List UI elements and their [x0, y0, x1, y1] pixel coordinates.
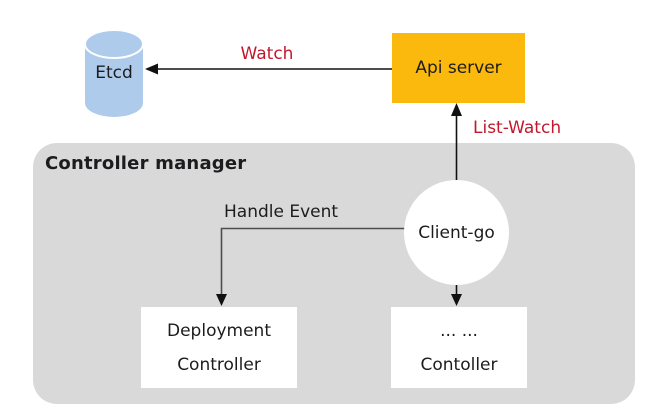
generic-controller-line1: ... ... — [440, 320, 478, 341]
controller-manager-container — [33, 143, 635, 404]
client-go-node: Client-go — [404, 180, 509, 285]
api-server-node: Api server — [392, 33, 525, 103]
generic-controller-node: ... ... Contoller — [391, 307, 527, 388]
list-watch-arrowhead — [451, 103, 462, 116]
deployment-controller-line1: Deployment — [167, 320, 271, 341]
etcd-node-label: Etcd — [95, 63, 133, 83]
watch-arrowhead — [145, 63, 158, 75]
deployment-controller-line2: Controller — [177, 354, 261, 375]
watch-edge-label: Watch — [240, 44, 294, 64]
controller-manager-title: Controller manager — [45, 153, 247, 174]
etcd-cylinder-top — [84, 29, 144, 59]
generic-controller-line2: Contoller — [420, 354, 498, 375]
deployment-controller-node: Deployment Controller — [141, 307, 297, 388]
handle-event-edge-label: Handle Event — [224, 202, 339, 222]
list-watch-edge-label: List-Watch — [473, 118, 562, 138]
